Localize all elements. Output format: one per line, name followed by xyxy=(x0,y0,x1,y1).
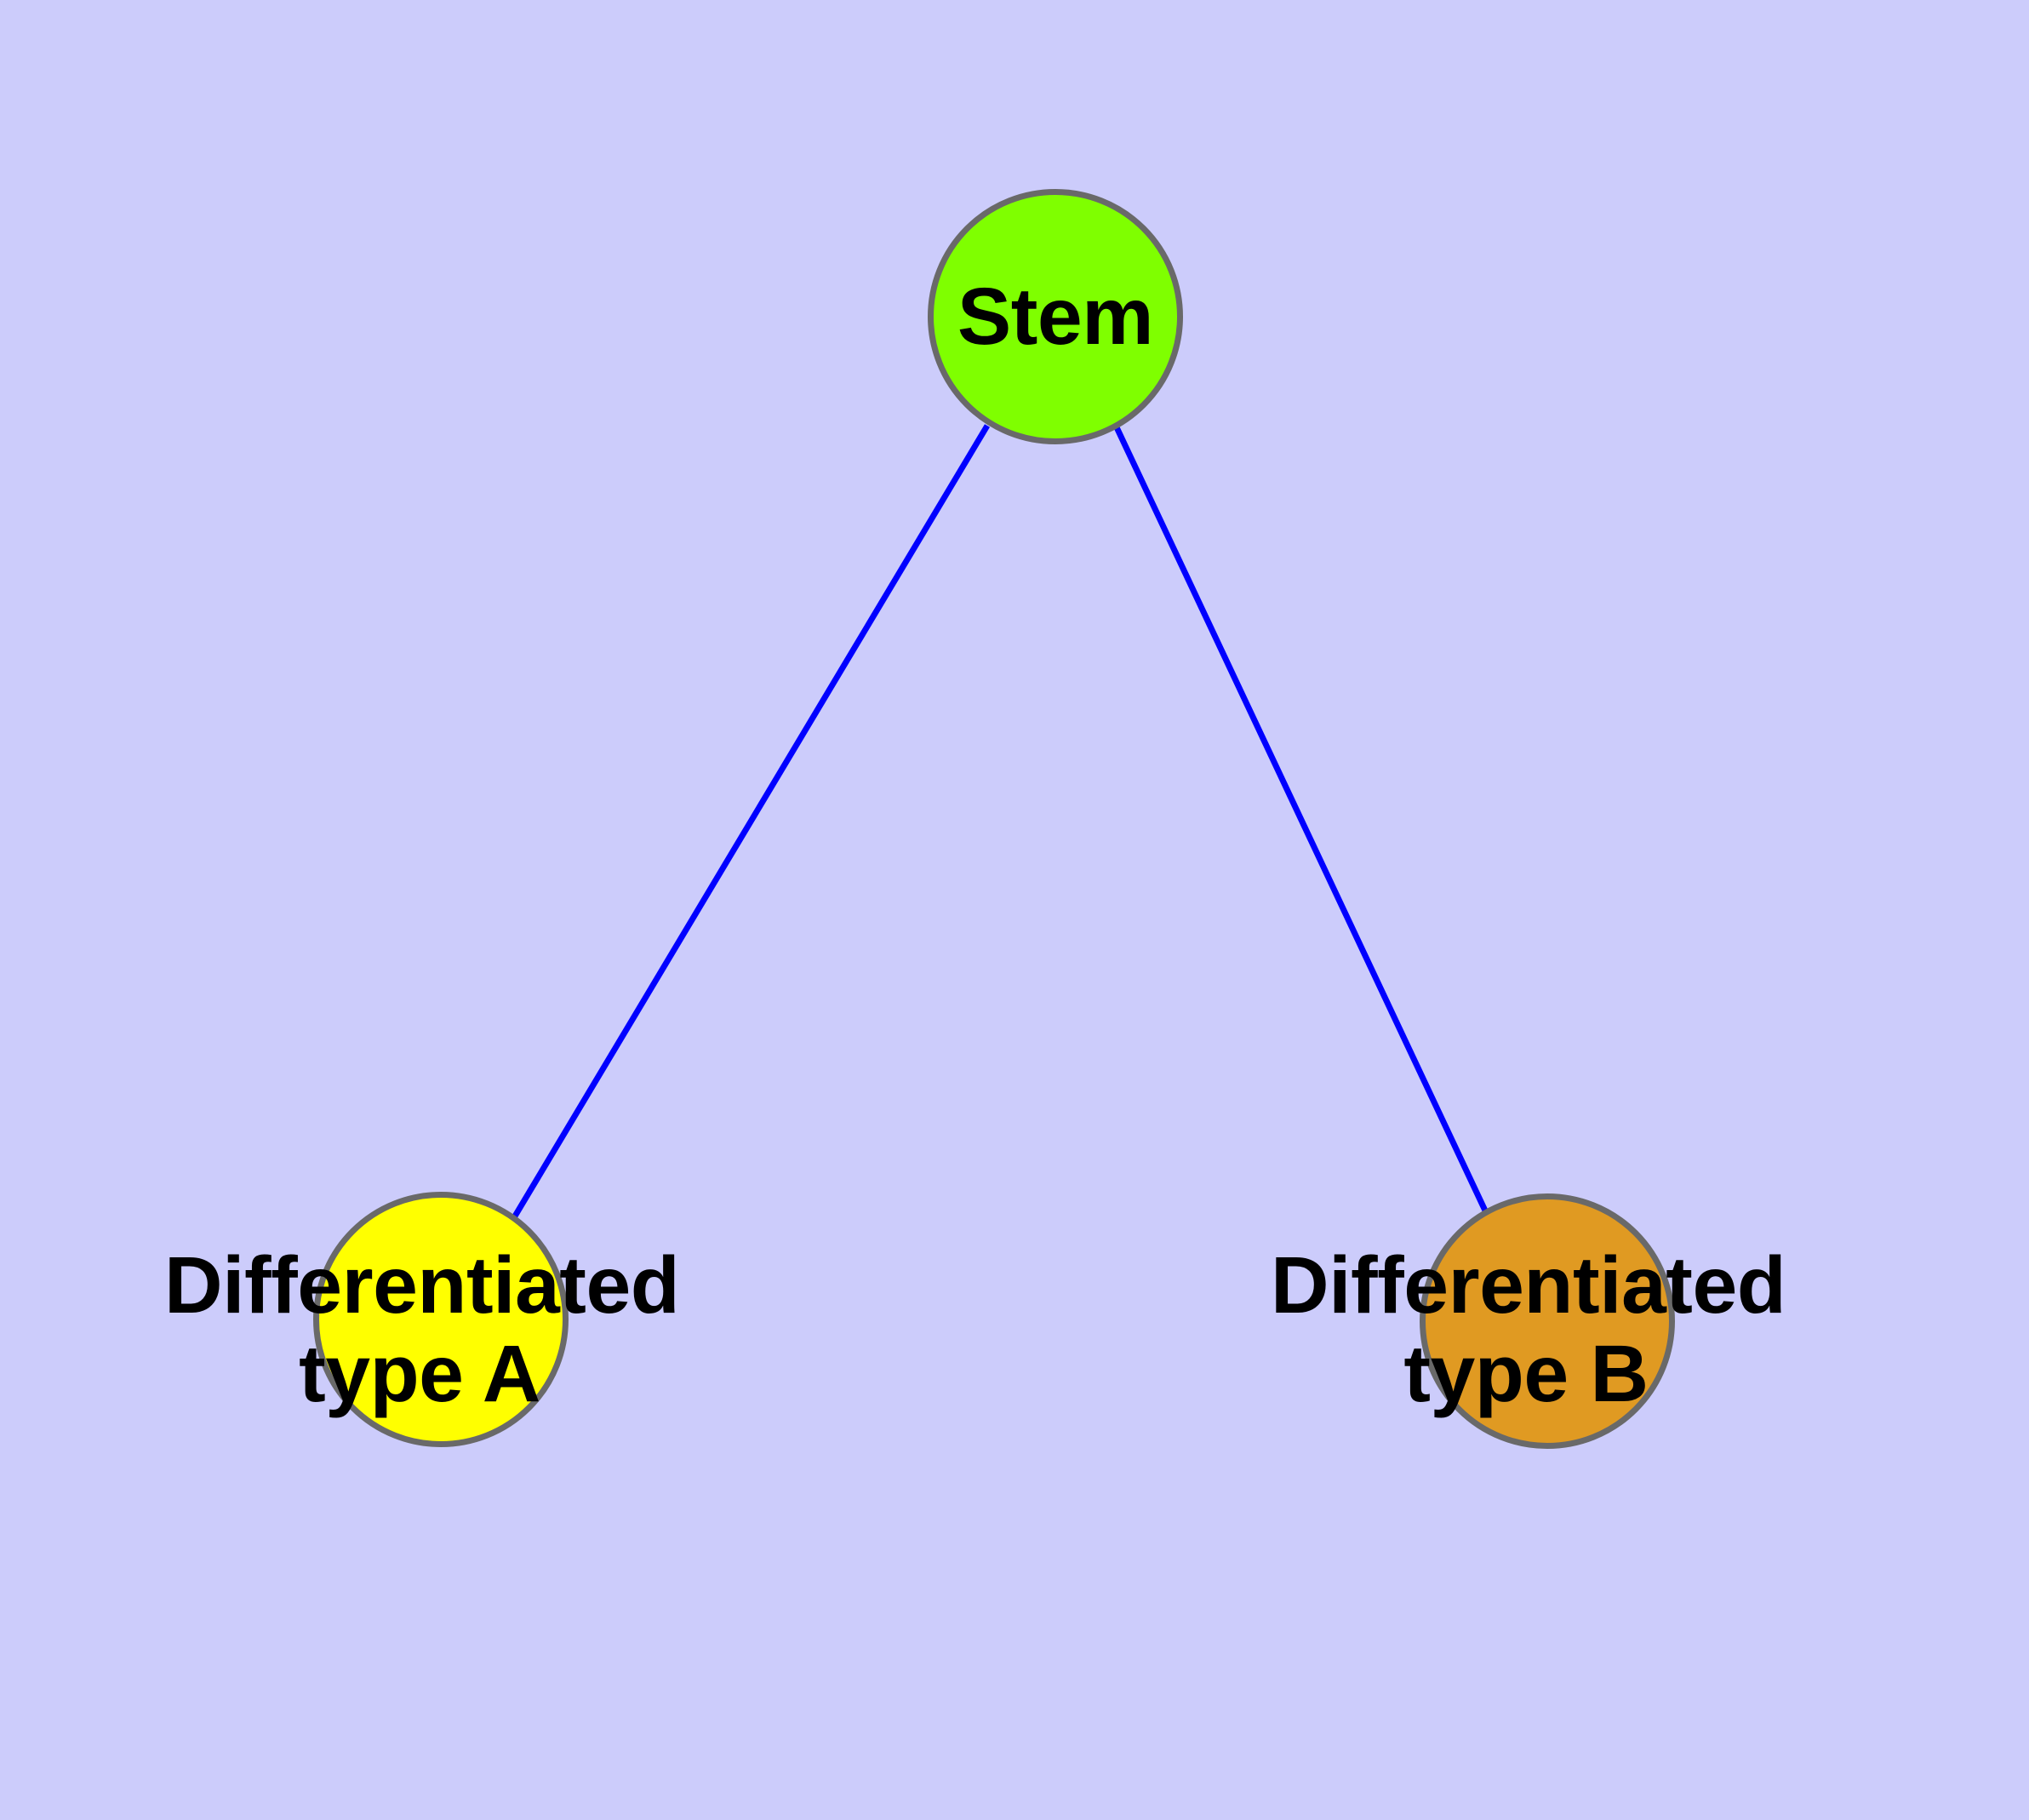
node-label-stem-line-1: Stem xyxy=(957,272,1154,362)
edge-stem-to-type-b[interactable] xyxy=(1113,426,1495,1225)
node-label-stem: Stem xyxy=(885,272,1226,361)
node-label-type-b-line-2: type B xyxy=(1403,1329,1649,1419)
node-label-type-a-line-1: Differentiated xyxy=(164,1240,680,1331)
node-label-differentiated-type-a: Differentiated type A xyxy=(164,1240,680,1419)
node-differentiated-type-a[interactable] xyxy=(313,1192,569,1447)
node-differentiated-type-b[interactable] xyxy=(1420,1193,1675,1449)
node-label-differentiated-type-b: Differentiated type B xyxy=(1271,1240,1786,1419)
node-label-type-a-line-2: type A xyxy=(299,1329,540,1419)
node-label-type-b-line-1: Differentiated xyxy=(1271,1240,1786,1331)
edge-stem-to-type-a[interactable] xyxy=(507,424,991,1225)
node-stem[interactable] xyxy=(928,189,1183,444)
